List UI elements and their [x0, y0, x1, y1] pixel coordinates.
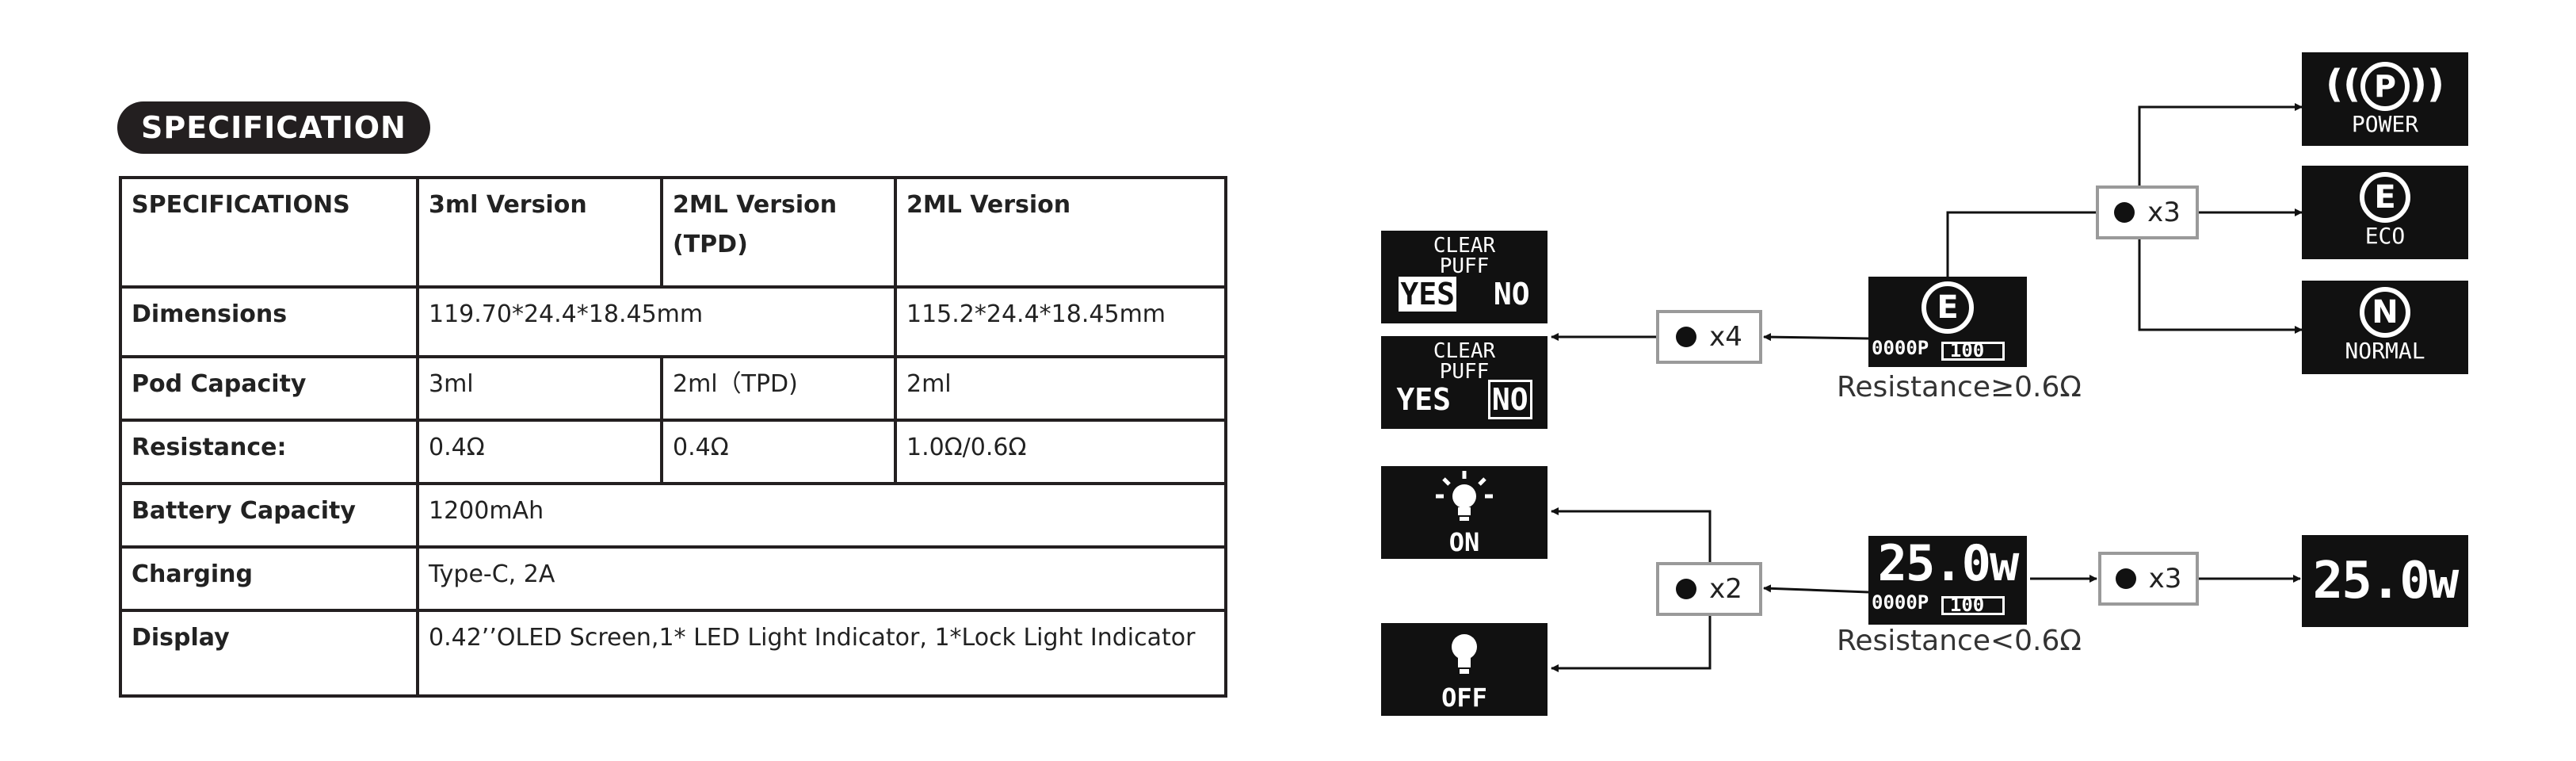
- light-on-screen: ON: [1381, 466, 1548, 559]
- cell-value: 0.42’’OLED Screen,1* LED Light Indicator…: [416, 609, 1227, 698]
- cell-value: Type-C, 2A: [416, 545, 1227, 612]
- lightbulb-off-icon: [1452, 634, 1477, 674]
- row-label: Charging: [119, 545, 419, 612]
- header-cell: 2ML Version (TPD): [660, 176, 897, 289]
- cell-value: 115.2*24.4*18.45mm: [894, 285, 1227, 358]
- table-row: Battery Capacity 1200mAh: [119, 482, 1227, 549]
- press-count: x3: [2148, 563, 2182, 595]
- clear-puff-no-screen: CLEAR PUFF YES NO: [1381, 336, 1548, 429]
- press-x2-box: x2: [1656, 562, 1762, 616]
- section-title: SPECIFICATION: [117, 101, 430, 154]
- arrow-watt-to-x2: [1763, 584, 1869, 594]
- light-off-label: OFF: [1441, 683, 1487, 713]
- row-label: Battery Capacity: [119, 482, 419, 549]
- header-cell: 3ml Version: [416, 176, 663, 289]
- cell-value: 2ml: [894, 355, 1227, 422]
- no-option: NO: [1493, 277, 1530, 312]
- puff-label: PUFF: [1439, 254, 1490, 278]
- power-wave-right-icon: )): [2410, 62, 2444, 106]
- resistance-high-caption: Resistance≥0.6Ω: [1837, 371, 2082, 403]
- table-row: Dimensions 119.70*24.4*18.45mm 115.2*24.…: [119, 285, 1227, 358]
- power-wave-left-icon: ((: [2326, 62, 2360, 106]
- arrow-to-power: [2138, 103, 2303, 212]
- eco-letter-icon: E: [1922, 281, 1974, 334]
- normal-mode-screen: N NORMAL: [2302, 281, 2468, 374]
- clear-label: CLEAR: [1433, 339, 1496, 363]
- light-on-label: ON: [1448, 527, 1480, 557]
- press-count: x4: [1709, 321, 1742, 353]
- watt-readout: 25.0w: [1877, 536, 2020, 592]
- puff-counter: 0000P: [1872, 337, 1929, 359]
- table-row: Display 0.42’’OLED Screen,1* LED Light I…: [119, 609, 1227, 698]
- normal-label: NORMAL: [2345, 338, 2425, 364]
- table-row: Charging Type-C, 2A: [119, 545, 1227, 612]
- arrow-x2-to-on: [1551, 507, 1712, 566]
- button-dot-icon: [1676, 327, 1697, 347]
- button-dot-icon: [2115, 568, 2136, 589]
- battery-icon: 100: [1941, 593, 2005, 616]
- power-letter-icon: P: [2360, 62, 2410, 111]
- line-eco-to-x3: [1946, 211, 2096, 279]
- light-off-screen: OFF: [1381, 623, 1548, 716]
- battery-level: 100: [1949, 593, 1985, 616]
- row-label: Pod Capacity: [119, 355, 419, 422]
- table-row: Resistance: 0.4Ω 0.4Ω 1.0Ω/0.6Ω: [119, 419, 1227, 485]
- battery-level: 100: [1949, 338, 1985, 361]
- press-count: x3: [2147, 197, 2181, 228]
- cell-value: 3ml: [416, 355, 663, 422]
- watt-only-screen: 25.0w: [2302, 535, 2468, 627]
- eco-mode-option-screen: E ECO: [2302, 166, 2468, 259]
- cell-value: 1200mAh: [416, 482, 1227, 549]
- normal-letter-icon: N: [2360, 287, 2410, 338]
- power-mode-screen: ((P)) POWER: [2302, 52, 2468, 146]
- puff-label: PUFF: [1439, 360, 1490, 384]
- table-row: Pod Capacity 3ml 2ml（TPD) 2ml: [119, 355, 1227, 422]
- row-label: Dimensions: [119, 285, 419, 358]
- press-x3-bottom-box: x3: [2098, 552, 2199, 606]
- row-label: Display: [119, 609, 419, 698]
- cell-value: 2ml（TPD): [660, 355, 897, 422]
- watt-mode-screen: 25.0w 0000P 100: [1868, 536, 2027, 625]
- no-option-selected: NO: [1487, 380, 1532, 419]
- eco-mode-screen: E 0000P 100: [1868, 277, 2027, 367]
- cell-value: 1.0Ω/0.6Ω: [894, 419, 1227, 485]
- header-cell: SPECIFICATIONS: [119, 176, 419, 289]
- table-header-row: SPECIFICATIONS 3ml Version 2ML Version (…: [119, 176, 1227, 289]
- lightbulb-on-icon: [1436, 471, 1493, 521]
- eco-letter-icon: E: [2360, 172, 2410, 223]
- power-label: POWER: [2351, 111, 2419, 137]
- press-count: x2: [1709, 573, 1742, 605]
- cell-value: 119.70*24.4*18.45mm: [416, 285, 897, 358]
- button-dot-icon: [1676, 579, 1697, 599]
- resistance-low-caption: Resistance<0.6Ω: [1837, 625, 2082, 657]
- row-label: Resistance:: [119, 419, 419, 485]
- eco-label: ECO: [2364, 223, 2406, 249]
- arrow-x2-to-off: [1551, 615, 1712, 672]
- header-cell: 2ML Version: [894, 176, 1227, 289]
- clear-puff-yes-screen: CLEAR PUFF YES NO: [1381, 231, 1548, 323]
- battery-icon: 100: [1941, 338, 2005, 361]
- clear-label: CLEAR: [1433, 234, 1496, 258]
- watt-readout: 25.0w: [2312, 552, 2460, 610]
- cell-value: 0.4Ω: [416, 419, 663, 485]
- arrow-to-normal: [2138, 212, 2303, 334]
- cell-value: 0.4Ω: [660, 419, 897, 485]
- press-x4-box: x4: [1656, 310, 1762, 364]
- arrow-eco-to-x4: [1763, 333, 1869, 342]
- press-x3-top-box: x3: [2096, 185, 2199, 239]
- yes-option-selected: YES: [1399, 277, 1456, 312]
- spec-table: SPECIFICATIONS 3ml Version 2ML Version (…: [119, 176, 1227, 698]
- yes-option: YES: [1396, 382, 1451, 417]
- puff-counter: 0000P: [1872, 591, 1929, 614]
- button-dot-icon: [2114, 202, 2135, 223]
